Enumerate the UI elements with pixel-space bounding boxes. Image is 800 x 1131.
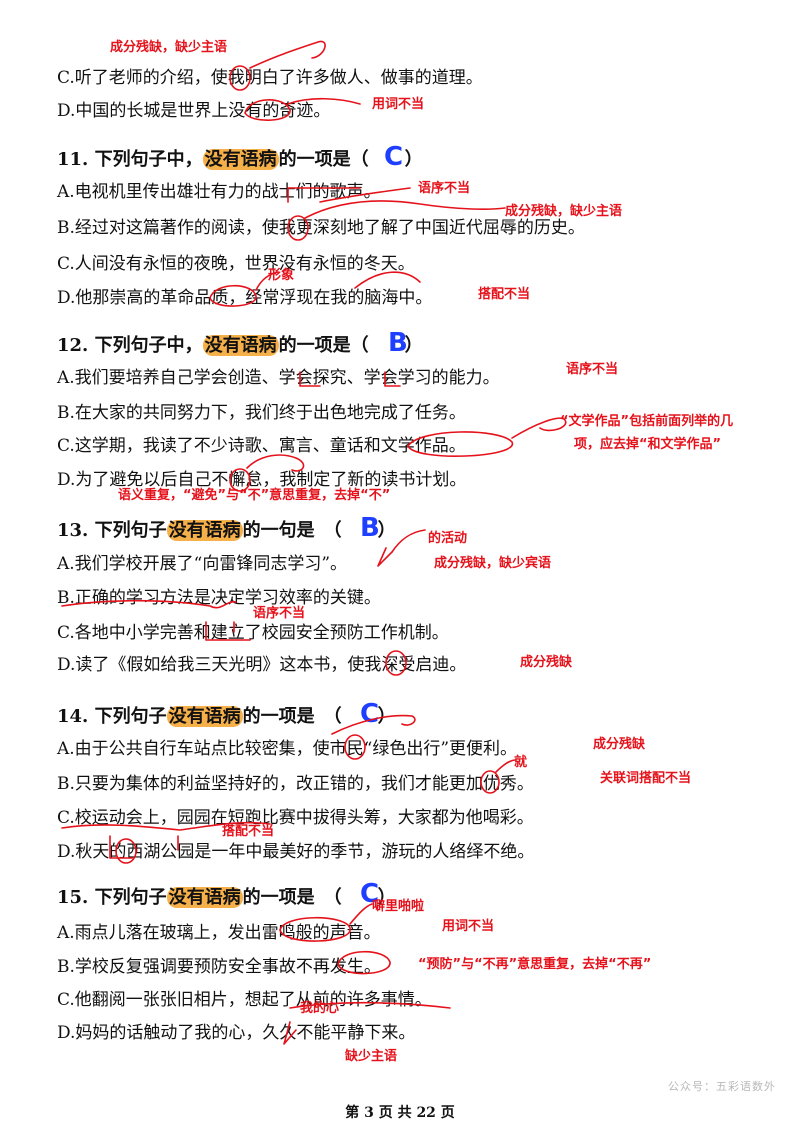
question-14-title: 14. 下列句子没有语病的一项是 （ ） [57,706,396,727]
option-d-text: D.中国的长城是世界上没有的奇迹。 [57,101,331,121]
annotation-note: 成分残缺 [520,655,573,670]
annotation-note: 成分残缺，缺少主语 [505,204,623,219]
option-b-text: B.学校反复强调要预防安全事故不再发生。 [57,957,381,977]
answer-mark: B [388,328,408,358]
option-d-text: D.为了避免以后自己不懈怠，我制定了新的读书计划。 [57,470,467,490]
question-15-title: 15. 下列句子没有语病的一项是 （ ） [57,887,396,908]
annotation-note: 搭配不当 [478,287,531,302]
option-d-text: D.读了《假如给我三天光明》这本书，使我深受启迪。 [57,655,467,675]
annotation-note: 用词不当 [372,97,425,112]
option-d-text: D.妈妈的话触动了我的心，久久不能平静下来。 [57,1023,416,1043]
annotation-note: 项，应去掉“和文学作品” [574,437,722,452]
option-c-text: C.人间没有永恒的夜晚，世界没有永恒的冬天。 [57,254,415,274]
annotation-note: “预防”与“不再”意思重复，去掉“不再” [418,957,652,972]
answer-mark: C [384,142,404,172]
annotation-note: 关联词搭配不当 [600,771,692,786]
option-a-text: A.我们要培养自己学会创造、学会探究、学会学习的能力。 [57,368,500,388]
answer-mark: C [360,699,380,729]
option-d-text: D.他那崇高的革命品质，经常浮现在我的脑海中。 [57,288,433,308]
question-13-title: 13. 下列句子没有语病的一句是 （ ） [57,520,396,541]
option-c-text: C.各地中小学完善和建立了校园安全预防工作机制。 [57,623,449,643]
option-a-text: A.我们学校开展了“向雷锋同志学习”。 [57,554,348,574]
annotation-note: 用词不当 [442,919,495,934]
annotation-note: 的活动 [428,531,468,546]
swirl-mark [391,529,426,553]
option-c-text: C.校运动会上，园园在短跑比赛中拔得头筹，大家都为他喝彩。 [57,808,534,828]
option-b-text: B.只要为集体的利益坚持好的，改正错的，我们才能更加优秀。 [57,774,534,794]
annotation-note: 成分残缺，缺少宾语 [434,556,552,571]
option-c-text: C.这学期，我读了不少诗歌、寓言、童话和文学作品。 [57,436,466,456]
annotation-note: 搭配不当 [222,824,275,839]
option-a-text: A.由于公共自行车站点比较密集，使市民“绿色出行”更便利。 [57,739,518,759]
option-b-text: B.正确的学习方法是决定学习效率的关键。 [57,588,381,608]
insert-mark [377,547,393,567]
annotation-note: 形象 [268,268,295,283]
watermark: 公众号：五彩语数外 [668,1080,776,1093]
annotation-note: 语义重复，“避免”与“不”意思重复，去掉“不” [118,488,391,503]
option-c-text: C.听了老师的介绍，使我明白了许多做人、做事的道理。 [57,68,483,88]
annotation-note: 噼里啪啦 [372,899,425,914]
option-c-text: C.他翻阅一张张旧相片，想起了从前的许多事情。 [57,990,432,1010]
option-d-text: D.秋天的西湖公园是一年中最美好的季节，游玩的人络绎不绝。 [57,842,535,862]
annotation-note: 语序不当 [253,606,306,621]
option-a-text: A.电视机里传出雄壮有力的战士们的歌声。 [57,182,381,202]
swirl-mark [495,759,517,773]
annotation-note: 我的心 [300,1001,340,1016]
annotation-note: “文学作品”包括前面列举的几 [560,414,734,429]
option-b-text: B.经过对这篇著作的阅读，使我更深刻地了解了中国近代屈辱的历史。 [57,218,585,238]
annotation-note: 语序不当 [418,181,471,196]
answer-mark: C [360,879,380,909]
annotation-note: 成分残缺 [593,737,646,752]
annotation-note: 就 [514,755,528,770]
annotation-note: 缺少主语 [345,1049,398,1064]
option-b-text: B.在大家的共同努力下，我们终于出色地完成了任务。 [57,403,466,423]
question-11-title: 11. 下列句子中，没有语病的一项是（ ） [57,149,423,170]
answer-mark: B [360,513,380,543]
annotation-note: 语序不当 [566,362,619,377]
question-12-title: 12. 下列句子中，没有语病的一项是（ ） [57,335,423,356]
option-a-text: A.雨点儿落在玻璃上，发出雷鸣般的声音。 [57,923,381,943]
swirl-mark [511,417,567,439]
annotation-note: 成分残缺，缺少主语 [110,40,228,55]
swirl-mark [249,40,326,69]
page-footer: 第 3 页 共 22 页 [345,1105,455,1121]
